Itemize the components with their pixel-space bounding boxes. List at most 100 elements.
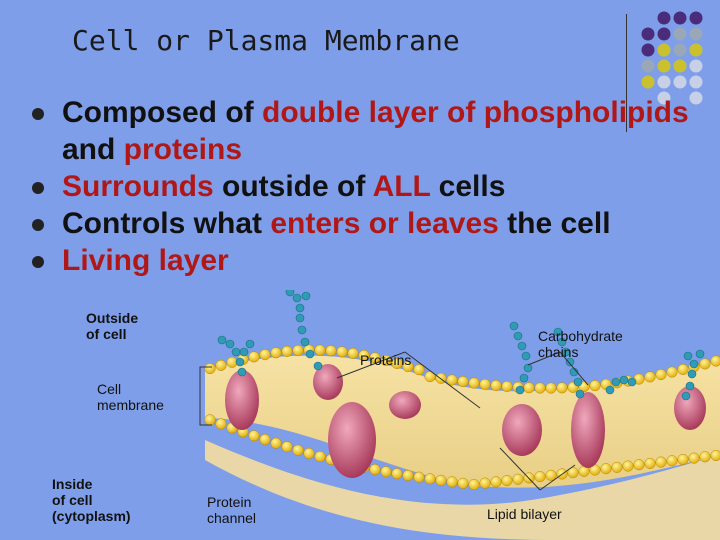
decor-dot [689, 59, 703, 73]
decor-dot [673, 27, 687, 41]
pointer-line [336, 351, 406, 379]
carbohydrate-bead [300, 337, 310, 347]
highlight-text: ALL [372, 170, 431, 203]
phospholipid-head [699, 451, 711, 463]
phospholipid-head [248, 351, 260, 363]
highlight-text: phospholipids [483, 96, 689, 129]
phospholipid-head [501, 380, 513, 393]
plain-text: Composed of [62, 96, 262, 129]
carbohydrate-bead [681, 391, 691, 401]
pointer-line [539, 464, 576, 491]
phospholipid-head [644, 457, 656, 469]
carbohydrate-bead [513, 331, 523, 341]
phospholipid-head [446, 374, 458, 386]
phospholipid-head [248, 430, 260, 442]
slide-title: Cell or Plasma Membrane [72, 24, 460, 57]
phospholipid-head [600, 463, 612, 475]
phospholipid-head [688, 452, 700, 464]
phospholipid-head [534, 471, 546, 483]
phospholipid-head [677, 453, 689, 465]
protein-shape [571, 392, 605, 468]
carbohydrate-bead [297, 325, 307, 335]
carbohydrate-bead [695, 349, 705, 359]
carbohydrate-bead [231, 347, 241, 357]
decor-dot [673, 59, 687, 73]
phospholipid-head [391, 468, 403, 480]
carbohydrate-bead [305, 349, 315, 359]
carbohydrate-bead [575, 389, 585, 399]
phospholipid-head [314, 344, 326, 356]
phospholipid-head [336, 346, 348, 358]
phospholipid-head [699, 358, 711, 370]
carbohydrate-bead [627, 377, 637, 387]
phospholipid-head [655, 368, 667, 381]
highlight-text: proteins [123, 133, 243, 166]
carbohydrate-bead [561, 347, 571, 357]
carbohydrate-bead [217, 335, 227, 345]
carbohydrate-bead [292, 293, 302, 303]
carbohydrate-bead [245, 339, 255, 349]
pointer-line [499, 447, 541, 491]
decor-dot [657, 75, 671, 89]
phospholipid-head [281, 345, 293, 357]
phospholipid-head [666, 455, 678, 467]
carbohydrate-bead [295, 313, 305, 323]
phospholipid-head [545, 469, 557, 481]
protein-shape [313, 364, 343, 400]
phospholipid-head [468, 478, 480, 491]
proteins-label: Proteins [360, 352, 412, 368]
phospholipid-head [633, 459, 645, 471]
bullet-text: Composed of double layer of phospholipid… [62, 96, 689, 166]
phospholipid-head [303, 447, 315, 459]
phospholipid-head [523, 382, 535, 394]
phospholipid-head [413, 364, 425, 376]
phospholipid-head [589, 380, 601, 392]
phospholipid-head [314, 450, 326, 463]
decor-dot [641, 59, 655, 73]
phospholipid-head [380, 466, 392, 478]
highlight-text: Surrounds [62, 170, 214, 203]
phospholipid-head [589, 464, 601, 476]
bullet-text: Controls what enters or leaves the cell [62, 207, 611, 240]
highlight-text: Living layer [62, 244, 229, 277]
carbohydrate-bead [225, 339, 235, 349]
carbohydrate-bead [605, 385, 615, 395]
phospholipid-head [490, 379, 502, 392]
phospholipid-head [292, 344, 304, 356]
protein-shape [674, 386, 706, 430]
carbohydrate-bead [557, 337, 567, 347]
bullet-list: Composed of double layer of phospholipid… [32, 94, 712, 279]
phospholipid-head [270, 347, 282, 359]
carbohydrate-chains [217, 290, 705, 401]
bullet-dot-icon [32, 256, 44, 268]
bullet-text: Surrounds outside of ALL cells [62, 170, 505, 203]
carbohydrate-bead [521, 351, 531, 361]
phospholipid-head [413, 471, 425, 483]
phospholipid-head [369, 463, 381, 476]
phospholipid-head [468, 377, 480, 389]
phospholipid-head [457, 477, 469, 489]
phospholipid-head [710, 355, 720, 367]
plain-text: cells [430, 170, 506, 203]
carbohydrate-bead [523, 363, 533, 373]
carbohydrate-bead [295, 303, 305, 313]
phospholipid-head [226, 356, 238, 368]
decor-dot [657, 91, 671, 105]
phospholipid-head [556, 382, 568, 394]
phospholipid-head [446, 476, 458, 488]
phospholipid-head [259, 349, 271, 361]
carbohydrate-bead [235, 357, 245, 367]
bullet-item: Living layer [32, 242, 712, 279]
decorative-dot-grid [641, 11, 703, 105]
decor-dot [689, 75, 703, 89]
pointer-line [559, 351, 589, 386]
decor-dot [657, 11, 671, 25]
phospholipid-head [347, 347, 359, 359]
decor-dot [641, 75, 655, 89]
phospholipid-head [512, 473, 524, 485]
carbohydrate-bead [239, 347, 249, 357]
